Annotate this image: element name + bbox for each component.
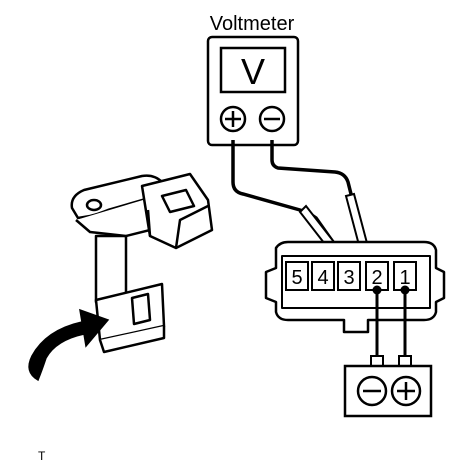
connector-pin-5: 5 bbox=[285, 261, 309, 291]
supply-negative-terminal bbox=[356, 375, 388, 407]
svg-text:3: 3 bbox=[343, 267, 354, 289]
figure-code: T bbox=[38, 449, 46, 463]
mass-air-flow-sensor bbox=[70, 172, 214, 354]
svg-text:5: 5 bbox=[291, 267, 302, 289]
svg-text:4: 4 bbox=[317, 267, 328, 289]
connector-pin-4: 4 bbox=[311, 261, 335, 291]
power-supply bbox=[343, 364, 433, 418]
svg-text:1: 1 bbox=[399, 267, 410, 289]
voltmeter: V bbox=[206, 35, 300, 147]
voltmeter-symbol: V bbox=[241, 51, 265, 92]
voltmeter-title: Voltmeter bbox=[210, 13, 295, 35]
voltmeter-positive-terminal bbox=[219, 105, 247, 133]
connector-pins: 5 4 3 2 1 bbox=[285, 261, 417, 291]
test-leads bbox=[231, 140, 358, 254]
connector-pin-3: 3 bbox=[337, 261, 361, 291]
voltmeter-display bbox=[219, 46, 287, 94]
supply-positive-terminal bbox=[390, 375, 422, 407]
negative-lead-wire bbox=[270, 140, 358, 215]
voltmeter-negative-terminal bbox=[258, 105, 286, 133]
svg-text:2: 2 bbox=[371, 267, 382, 289]
airflow-arrow bbox=[28, 308, 110, 382]
